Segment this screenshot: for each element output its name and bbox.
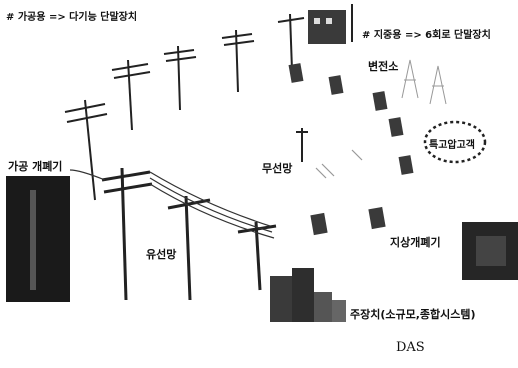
overhead-switch-label: 가공 개폐기 (8, 160, 63, 173)
wireless-net-label: 무선망 (262, 162, 293, 175)
diagram-caption: DAS (396, 340, 425, 355)
wired-network-lines (69, 169, 275, 239)
utility-pole (163, 45, 197, 111)
underground-terminal-note: # 지중용 => 6회로 단말장치 (362, 30, 491, 41)
utility-pole (101, 167, 153, 301)
utility-pole (167, 195, 211, 301)
terminal-unit (372, 91, 388, 111)
terminal-unit (288, 63, 304, 83)
wireless-signals (315, 149, 363, 179)
special-customer-label: 특고압고객 (429, 140, 475, 151)
utility-pole (277, 13, 305, 71)
ground-switch-detail (476, 236, 506, 266)
terminal-unit (398, 155, 414, 175)
wired-net-label: 유선망 (146, 248, 177, 261)
transmission-tower (401, 59, 447, 105)
terminal-unit (388, 117, 404, 137)
terminal-unit (310, 212, 328, 236)
server-rack-icon (270, 268, 346, 322)
antenna-icon (296, 128, 308, 162)
utility-pole (111, 59, 151, 131)
terminal-unit (328, 75, 344, 95)
utility-pole (237, 221, 277, 291)
special-customer-circle (423, 120, 487, 164)
overhead-switch-photo (6, 176, 70, 302)
terminal-unit (368, 206, 386, 230)
overhead-terminal-note: # 가공용 => 다기능 단말장치 (6, 12, 138, 23)
substation-label: 변전소 (368, 60, 399, 73)
building-icon (308, 4, 353, 44)
utility-pole (64, 99, 108, 201)
pole-in-photo (30, 190, 36, 290)
master-station-label: 주장치(소규모,종합시스템) (350, 308, 476, 321)
ground-switch-label: 지상개폐기 (390, 236, 441, 249)
utility-pole (221, 29, 255, 93)
